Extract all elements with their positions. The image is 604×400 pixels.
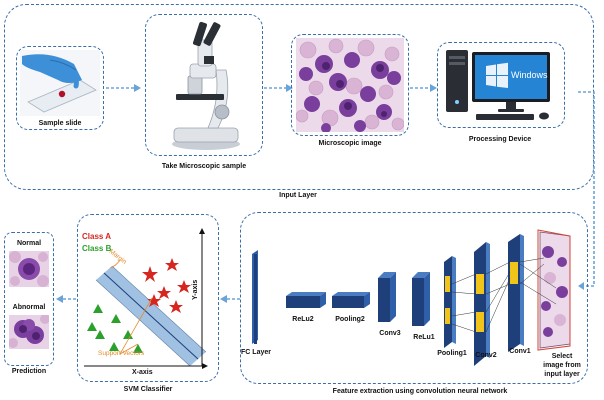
input-layer-title: Input Layer — [279, 192, 317, 199]
conv3-label: Conv3 — [379, 330, 401, 337]
support-vectors-label: Support Vectors — [98, 350, 145, 357]
select-image-label: Select image from input layer — [543, 353, 581, 378]
class-a-points — [142, 258, 191, 313]
pooling1-label: Pooling1 — [437, 350, 467, 357]
normal-label: Normal — [16, 240, 42, 247]
abnormal-label: Abnormal — [12, 304, 46, 311]
conv3-block — [378, 272, 396, 322]
relu2-label: ReLu2 — [292, 316, 314, 323]
fc-layer — [252, 250, 258, 344]
class-b-label: Class B — [82, 244, 112, 253]
flow-arrow — [56, 295, 76, 303]
sample-slide-label: Sample slide — [38, 120, 82, 127]
processing-device-label: Processing Device — [468, 136, 532, 143]
abnormal-cell-image — [9, 315, 49, 349]
microscopic-image-frame — [291, 34, 409, 136]
relu2-block — [286, 292, 326, 308]
y-axis-label: Y-axis — [192, 279, 199, 300]
device-screen-text: Windows 10 — [511, 70, 561, 80]
conv2-block — [474, 242, 490, 366]
computer-image — [446, 50, 550, 120]
svm-title: SVM Classifier — [123, 386, 173, 393]
fc-layer-label: FC Layer — [241, 349, 271, 356]
flow-arrow — [106, 84, 141, 92]
flow-arrow — [220, 295, 240, 303]
class-a-label: Class A — [82, 232, 112, 241]
conv1-block — [508, 234, 524, 352]
prediction-frame — [4, 232, 54, 366]
input-image — [537, 229, 571, 351]
sample-slide-image — [20, 50, 100, 116]
conv1-label: Conv1 — [509, 348, 531, 355]
svm-plot — [84, 228, 208, 369]
flow-arrow — [264, 84, 293, 92]
prediction-title: Prediction — [11, 368, 47, 375]
input-to-cnn-connector — [578, 91, 595, 290]
conv2-label: Conv2 — [475, 352, 497, 359]
class-b-points — [87, 304, 143, 353]
relu1-label: ReLu1 — [413, 334, 435, 341]
x-axis-label: X-axis — [132, 369, 153, 376]
relu1-block — [412, 272, 430, 326]
cnn-frame — [240, 212, 588, 384]
processing-device-frame — [437, 42, 565, 128]
blood-smear-image — [296, 38, 404, 132]
pooling1-block — [444, 256, 456, 348]
sample-slide-frame — [16, 46, 104, 130]
pooling2-label: Pooling2 — [335, 316, 365, 323]
microscope-frame — [145, 14, 263, 156]
normal-cell-image — [9, 251, 49, 287]
cnn-diagram — [252, 229, 571, 366]
pooling2-block — [332, 292, 370, 308]
flow-arrow — [410, 84, 437, 92]
microscope-label: Take Microscopic sample — [161, 163, 247, 170]
microscopic-image-label: Microscopic image — [318, 140, 382, 147]
svm-frame — [77, 214, 219, 382]
cnn-title: Feature extraction using convolution neu… — [332, 388, 508, 395]
microscope-image — [172, 21, 240, 150]
